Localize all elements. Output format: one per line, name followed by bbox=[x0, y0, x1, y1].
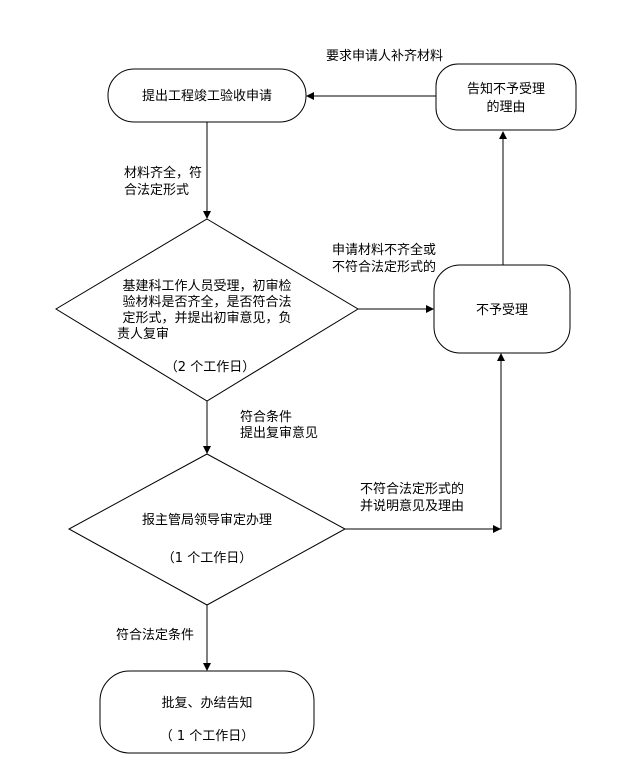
node-apply-text: 提出工程竣工验收申请 bbox=[142, 88, 272, 104]
arrow-leader-to-reject bbox=[497, 353, 505, 361]
label-incomplete-line2: 不符合法定形式的 bbox=[332, 259, 436, 275]
node-review-line1: 基建科工作人员受理，初审检 bbox=[122, 279, 291, 294]
node-apply bbox=[107, 68, 307, 123]
label-complete-line2: 合法定形式 bbox=[124, 183, 189, 198]
label-incomplete-line1: 申请材料不齐全或 bbox=[332, 242, 436, 258]
node-leader-days: （1 个工作日） bbox=[162, 551, 252, 566]
node-review-days: （2 个工作日） bbox=[165, 360, 255, 375]
node-approve-days: （ 1 个工作日） bbox=[160, 729, 255, 744]
node-notify-reason-line2: 的理由 bbox=[486, 99, 525, 115]
node-approve-text: 批复、办结告知 bbox=[161, 695, 252, 711]
label-complete-line1: 材料齐全，符 bbox=[124, 165, 202, 181]
arrow-leader-right bbox=[493, 525, 501, 533]
arrow-notify-to-apply bbox=[306, 92, 314, 100]
label-conditions-met-line1: 符合条件 bbox=[240, 409, 292, 425]
node-review-line3: 定形式，并提出初审意见，负 bbox=[122, 310, 291, 326]
node-leader bbox=[67, 453, 347, 606]
node-reject-text: 不予受理 bbox=[476, 303, 528, 318]
node-reject bbox=[433, 264, 571, 354]
label-not-compliant-line2: 并说明意见及理由 bbox=[360, 498, 464, 514]
node-notify-reason-line1: 告知不予受理 bbox=[467, 81, 545, 97]
arrow-review-to-reject bbox=[426, 305, 434, 313]
label-supplement: 要求申请人补齐材料 bbox=[326, 48, 443, 64]
label-not-compliant-line1: 不符合法定形式的 bbox=[360, 481, 464, 497]
node-leader-text: 报主管局领导审定办理 bbox=[142, 513, 272, 528]
node-review-line4: 责人复审 bbox=[117, 327, 169, 342]
arrow-reject-to-notify bbox=[499, 131, 507, 139]
arrow-leader-to-approve bbox=[203, 663, 211, 671]
arrow-review-to-leader bbox=[203, 446, 211, 454]
node-notify-reason bbox=[435, 63, 577, 131]
arrow-apply-to-review bbox=[203, 211, 211, 219]
connectors bbox=[203, 92, 507, 671]
label-conditions-met-line2: 提出复审意见 bbox=[240, 425, 318, 441]
label-legal-conditions: 符合法定条件 bbox=[116, 627, 194, 643]
node-review bbox=[55, 218, 359, 402]
node-review-line2: 验材料是否齐全，是否符合法 bbox=[122, 294, 291, 310]
node-approve bbox=[99, 670, 315, 754]
